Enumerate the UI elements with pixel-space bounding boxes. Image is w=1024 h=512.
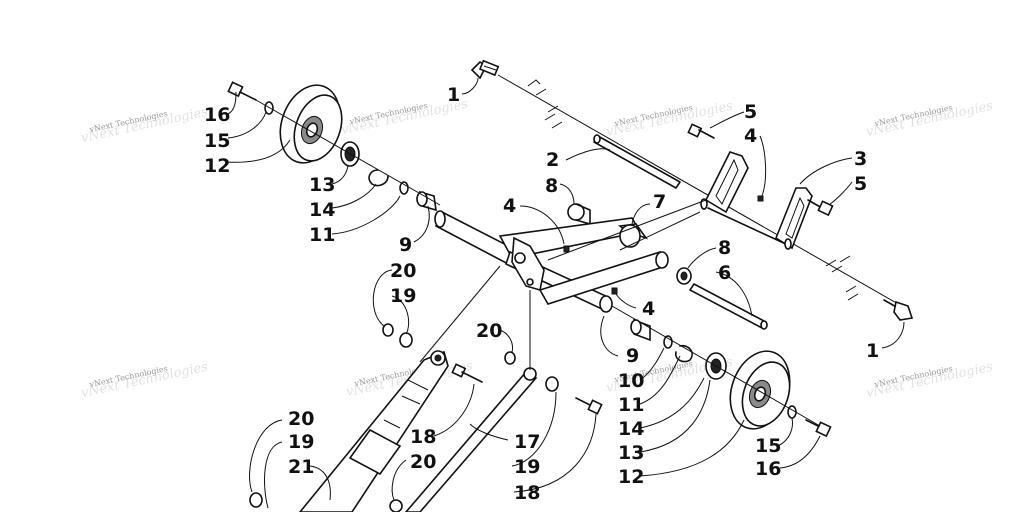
- callout-11-right: 11: [618, 394, 644, 416]
- callout-20-upper: 20: [390, 260, 416, 282]
- washer-20-lower-middle: [389, 499, 403, 512]
- bushing-11-left: [416, 190, 437, 212]
- callout-11-left: 11: [309, 224, 335, 246]
- callout-4-upper: 4: [744, 125, 757, 147]
- callout-labels: 1 1 2 3 4 4 4 5 5 6 7 8 8 9 9 10 11 11 1…: [204, 84, 879, 504]
- callout-15-left: 15: [204, 130, 230, 152]
- grease-fitting-4-upper: [757, 195, 764, 202]
- bolt-5-lower: [807, 199, 834, 217]
- callout-1-right: 1: [866, 340, 879, 362]
- axis-line: [497, 74, 901, 306]
- axis-line-right: [611, 305, 821, 427]
- callout-19-lower: 19: [288, 431, 314, 453]
- callout-13-right: 13: [618, 442, 644, 464]
- callout-18-upper: 18: [410, 426, 436, 448]
- swing-arm-part-7: [434, 210, 669, 313]
- callout-5-upper: 5: [744, 101, 757, 123]
- link-rod-17: [404, 367, 538, 512]
- callout-18-middle: 18: [514, 482, 540, 504]
- bushing-8-upper: [567, 203, 591, 225]
- spacer-11-left: [399, 181, 409, 195]
- callout-8-upper: 8: [545, 175, 558, 197]
- washer-20-upper: [382, 323, 394, 337]
- callout-19-upper: 19: [390, 285, 416, 307]
- ring-14-right: [674, 344, 693, 363]
- callout-8-right: 8: [718, 237, 731, 259]
- washer-20-middle: [504, 351, 516, 365]
- callout-3: 3: [854, 148, 867, 170]
- bushing-19-middle: [545, 376, 559, 392]
- grease-fitting-4-middle: [563, 245, 570, 253]
- bushing-8-right: [676, 267, 692, 285]
- callout-9-right: 9: [626, 345, 639, 367]
- idler-wheel-12-left: [279, 84, 343, 164]
- leader-lines: [225, 77, 905, 509]
- bolt-18-middle: [575, 397, 603, 415]
- break-mark-top: [527, 79, 563, 129]
- bolt-top: [470, 59, 500, 80]
- spacer-9-right: [630, 318, 651, 342]
- bushing-19-upper: [399, 332, 413, 348]
- callout-4-lower: 4: [642, 298, 655, 320]
- bolt-5-upper: [687, 123, 715, 139]
- bolt-bottom-right: [883, 299, 914, 321]
- axis-line-left: [255, 99, 441, 206]
- callout-16-left: 16: [204, 104, 230, 126]
- callout-12-right: 12: [618, 466, 644, 488]
- grease-fitting-4-lower: [611, 287, 618, 295]
- break-mark-right: [825, 255, 859, 301]
- callout-20-middle: 20: [476, 320, 502, 342]
- ring-14-left: [368, 169, 389, 187]
- callout-20-lower-middle: 20: [410, 451, 436, 473]
- callout-17: 17: [514, 431, 540, 453]
- callout-16-right: 16: [755, 458, 781, 480]
- bracket-part-3: [700, 151, 813, 250]
- bolt-18-upper: [451, 363, 483, 383]
- callout-14-right: 14: [618, 418, 644, 440]
- callout-19-middle: 19: [514, 456, 540, 478]
- callout-9-left: 9: [399, 234, 412, 256]
- callout-13-left: 13: [309, 174, 335, 196]
- washer-15-left: [264, 101, 274, 115]
- bearing-13-left: [340, 141, 360, 167]
- bolt-16-right: [805, 419, 832, 438]
- callout-12-left: 12: [204, 155, 230, 177]
- callout-6: 6: [718, 262, 731, 284]
- rod-part-6: [688, 282, 768, 330]
- callout-2: 2: [546, 149, 559, 171]
- callout-21: 21: [288, 456, 314, 478]
- shock-absorber-21: [298, 350, 449, 512]
- callout-4-middle: 4: [503, 195, 516, 217]
- washer-20-lower-left: [249, 492, 263, 508]
- bolt-16-left: [227, 81, 257, 101]
- idler-wheel-12-right: [729, 350, 791, 430]
- callout-15-right: 15: [755, 435, 781, 457]
- callout-20-lower-left: 20: [288, 408, 314, 430]
- shaft-part-2: [593, 134, 681, 189]
- callout-14-left: 14: [309, 199, 335, 221]
- callout-10: 10: [618, 370, 644, 392]
- callout-1-top: 1: [447, 84, 460, 106]
- callout-5-lower: 5: [854, 173, 867, 195]
- callout-7: 7: [653, 191, 666, 213]
